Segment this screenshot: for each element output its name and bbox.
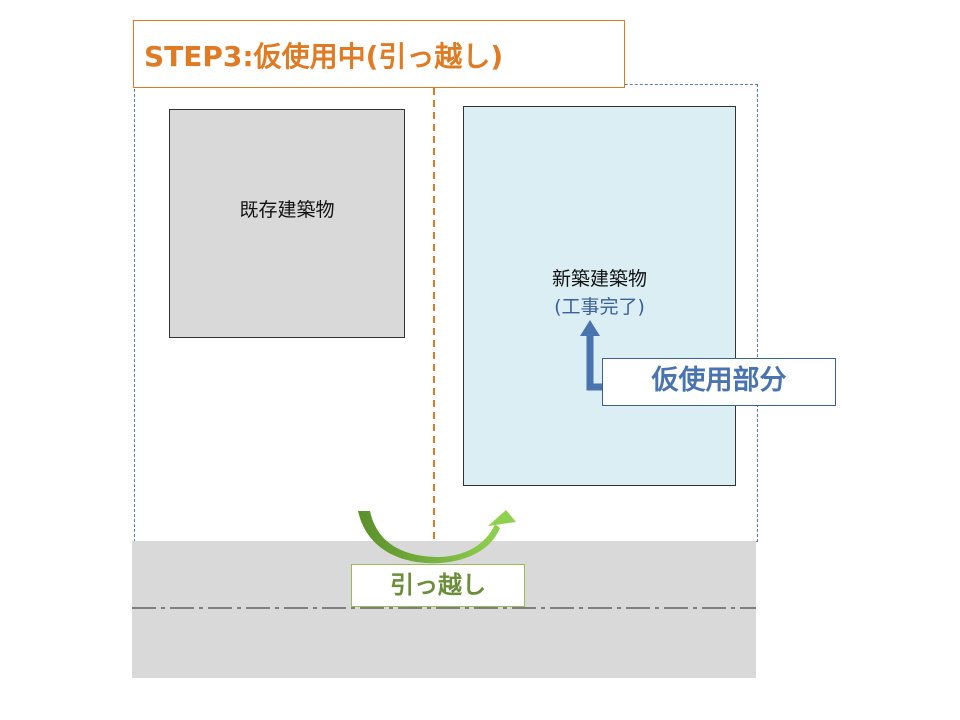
new-building <box>463 106 736 486</box>
new-building-status: (工事完了) <box>554 296 645 318</box>
move-label: 引っ越し <box>351 564 525 607</box>
existing-building-label: 既存建築物 <box>239 199 335 221</box>
new-building-label: 新築建築物 (工事完了) <box>463 265 736 321</box>
road <box>132 541 756 678</box>
move-arrowhead-icon <box>488 510 516 526</box>
existing-building: 既存建築物 <box>169 109 405 338</box>
blue-arrowhead-icon <box>580 320 600 336</box>
blue-arrow-icon <box>586 334 602 391</box>
move-arrow-icon <box>358 511 500 564</box>
page-title: STEP3:仮使用中(引っ越し) <box>133 20 625 88</box>
temporary-use-label: 仮使用部分 <box>602 358 836 406</box>
new-building-name: 新築建築物 <box>551 268 647 290</box>
